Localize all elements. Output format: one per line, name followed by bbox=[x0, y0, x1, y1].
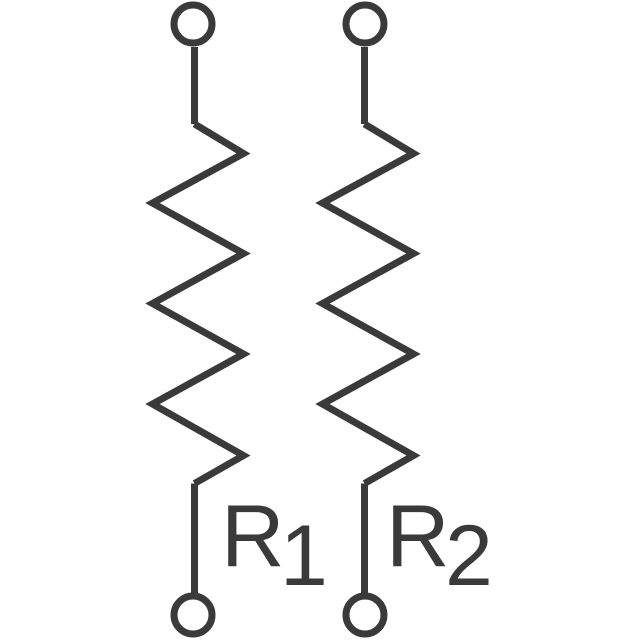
resistor-r2: R 2 bbox=[315, 1, 493, 638]
r1-label-index: 1 bbox=[280, 508, 328, 604]
r2-label-letter: R bbox=[386, 486, 450, 585]
resistor-r1: R 1 bbox=[145, 1, 328, 638]
r1-terminal-bottom-icon bbox=[170, 592, 216, 638]
r2-terminal-top-icon bbox=[342, 1, 388, 47]
r1-terminal-top-icon bbox=[170, 1, 216, 47]
r1-zigzag bbox=[145, 121, 251, 487]
r2-label-index: 2 bbox=[445, 508, 493, 604]
r2-terminal-bottom-icon bbox=[342, 592, 388, 638]
r1-label-letter: R bbox=[221, 486, 285, 585]
r2-zigzag bbox=[315, 121, 421, 487]
